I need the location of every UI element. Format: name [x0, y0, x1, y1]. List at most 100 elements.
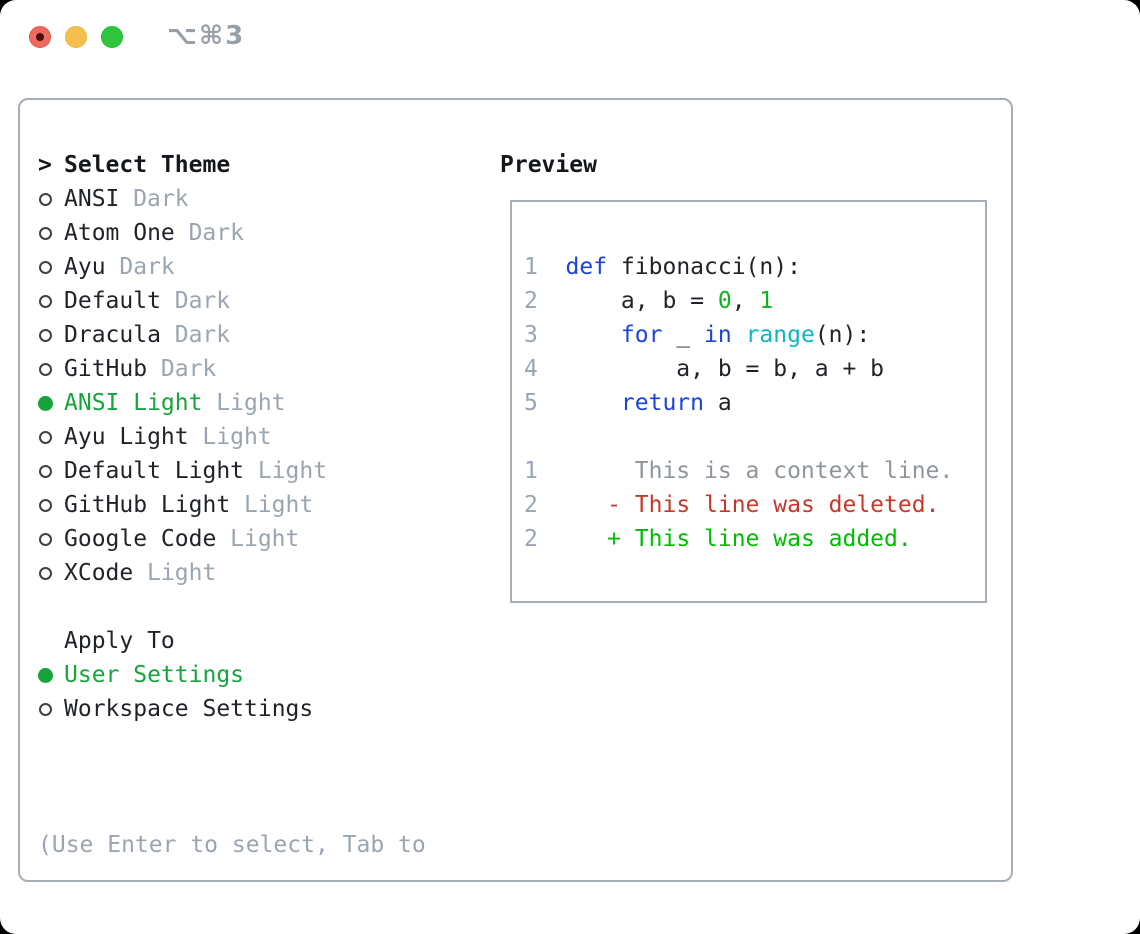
line-number: 1 [524, 254, 538, 280]
apply-to-option[interactable]: User Settings [38, 658, 500, 692]
theme-option[interactable]: Default Light Light [38, 454, 500, 488]
select-theme-title: Select Theme [64, 152, 231, 178]
apply-to-label: Apply To [64, 628, 175, 654]
hint-text: (Use Enter to select, Tab to change focu… [38, 760, 500, 934]
code-line: 2 + This line was added. [524, 522, 985, 556]
window-title: ⌥⌘3 [167, 21, 246, 51]
code-line: 4 a, b = b, a + b [524, 352, 985, 386]
theme-option[interactable]: XCode Light [38, 556, 500, 590]
code-segment: + This line was added. [607, 526, 912, 552]
option-variant-tag: Dark [174, 288, 231, 314]
window-controls [29, 26, 123, 48]
option-variant-tag: Light [230, 526, 300, 552]
option-label: Dracula [64, 322, 161, 348]
option-label: XCode [64, 560, 134, 586]
theme-option[interactable]: ANSI Light Light [38, 386, 500, 420]
radio-unselected-icon [39, 362, 52, 376]
option-label: Ayu Light [64, 424, 189, 450]
code-line: 1 This is a context line. [524, 454, 985, 488]
radio-unselected-icon [39, 702, 52, 716]
zoom-button[interactable] [101, 26, 123, 48]
code-segment [566, 390, 621, 416]
preview-column: Preview 1 def fibonacci(n): 2 a, b = 0, … [500, 148, 1011, 880]
theme-option[interactable]: GitHub Dark [38, 352, 500, 386]
code-segment: (n): [814, 322, 871, 348]
code-line: 2 a, b = 0, 1 [524, 284, 985, 318]
radio-unselected-icon [39, 498, 52, 512]
radio-unselected-icon [39, 532, 52, 546]
code-segment: This is a context line. [565, 458, 954, 484]
apply-to-list: User Settings Workspace Settings [38, 658, 500, 726]
option-variant-tag: Light [216, 390, 286, 416]
code-line: 1 def fibonacci(n): [524, 250, 985, 284]
line-number: 2 [524, 526, 538, 552]
theme-option[interactable]: GitHub Light Light [38, 488, 500, 522]
code-segment [566, 322, 621, 348]
option-variant-tag: Dark [174, 322, 231, 348]
radio-unselected-icon [39, 192, 52, 206]
code-segment: return [620, 390, 705, 416]
preview-title: Preview [500, 152, 597, 178]
code-segment: , [731, 288, 760, 314]
option-label: GitHub Light [64, 492, 231, 518]
unsaved-changes-dot-icon [36, 33, 44, 41]
radio-unselected-icon [39, 464, 52, 478]
preview-header: Preview [500, 148, 1011, 182]
close-button[interactable] [29, 26, 51, 48]
code-segment: def [565, 254, 608, 280]
radio-unselected-icon [39, 328, 52, 342]
option-variant-tag: Dark [188, 220, 244, 246]
option-label: Default [64, 288, 161, 314]
apply-to-option[interactable]: Workspace Settings [38, 692, 500, 726]
option-label: Atom One [64, 220, 175, 246]
option-label: ANSI Light [64, 390, 203, 416]
radio-unselected-icon [39, 430, 52, 444]
code-segment: fibonacci(n): [607, 254, 801, 280]
code-segment: - This line was deleted. [607, 492, 940, 518]
theme-option[interactable]: Atom One Dark [38, 216, 500, 250]
option-label: Google Code [64, 526, 217, 552]
code-line [524, 420, 985, 454]
radio-unselected-icon [39, 260, 52, 274]
option-label: GitHub [64, 356, 148, 382]
option-label: Ayu [64, 254, 106, 280]
option-variant-tag: Light [202, 424, 272, 450]
code-segment: _ [662, 322, 705, 348]
theme-option[interactable]: Ayu Dark [38, 250, 500, 284]
radio-unselected-icon [39, 226, 52, 240]
line-number: 4 [524, 356, 538, 382]
theme-option[interactable]: Ayu Light Light [38, 420, 500, 454]
hint-line: (Use Enter to select, Tab to [38, 832, 426, 858]
code-segment: 1 [759, 288, 774, 314]
option-variant-tag: Dark [119, 254, 175, 280]
code-segment [732, 322, 746, 348]
line-number: 2 [524, 288, 538, 314]
theme-list: ANSI Dark Atom One Dark Ayu Dark Default… [38, 182, 500, 590]
radio-selected-icon [38, 395, 53, 411]
option-label: User Settings [64, 662, 245, 688]
theme-option[interactable]: Google Code Light [38, 522, 500, 556]
option-variant-tag: Dark [160, 356, 217, 382]
code-line: 3 for _ in range(n): [524, 318, 985, 352]
theme-option[interactable]: ANSI Dark [38, 182, 500, 216]
theme-option[interactable]: Default Dark [38, 284, 500, 318]
option-label: Workspace Settings [64, 696, 314, 722]
option-variant-tag: Light [243, 492, 314, 518]
spacer [38, 726, 500, 760]
code-segment [566, 526, 608, 552]
cursor-arrow-icon: > [38, 152, 52, 178]
minimize-button[interactable] [65, 26, 87, 48]
theme-list-column: > Select Theme ANSI Dark Atom One Dark A… [38, 148, 500, 880]
option-variant-tag: Light [257, 458, 328, 484]
theme-selector-panel: > Select Theme ANSI Dark Atom One Dark A… [18, 98, 1013, 882]
theme-option[interactable]: Dracula Dark [38, 318, 500, 352]
code-segment: in [704, 322, 732, 348]
code-segment [566, 492, 608, 518]
code-segment: range [745, 322, 815, 348]
line-number: 5 [524, 390, 538, 416]
line-number: 2 [524, 492, 538, 518]
option-variant-tag: Light [147, 560, 217, 586]
code-line: 5 return a [524, 386, 985, 420]
radio-selected-icon [38, 667, 53, 683]
